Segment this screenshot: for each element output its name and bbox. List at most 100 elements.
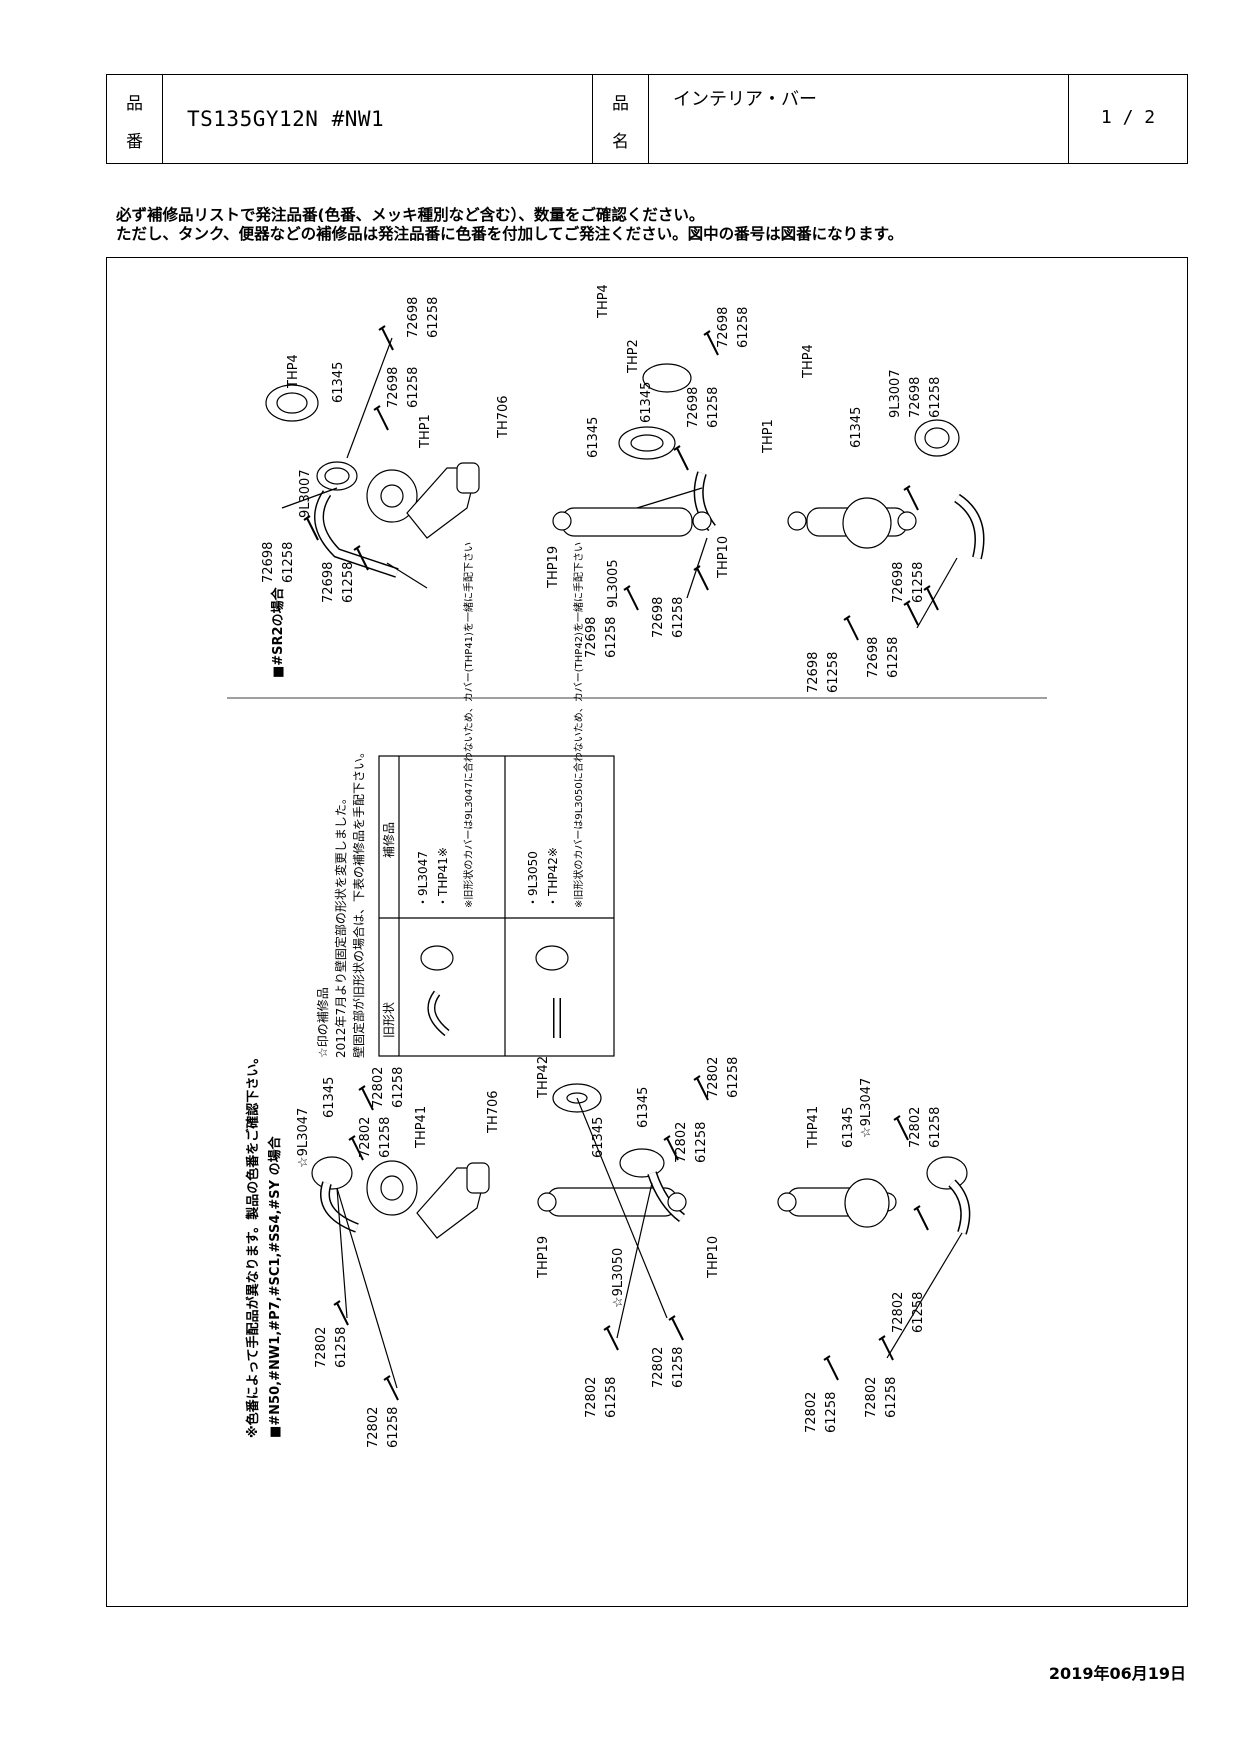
col-repair-part: 補修品	[381, 822, 396, 858]
label-thp1-right: THP1	[761, 419, 776, 454]
base-plate-thp4-left	[265, 384, 319, 422]
row1-note: ※旧形状のカバーは9L3047に合わないため、カバー(THP41)を一緒に手配下…	[462, 542, 475, 908]
repair-note-table	[378, 755, 615, 1057]
row2-part-1: ・9L3050	[526, 851, 540, 908]
label-72802-f: 72802	[674, 1122, 689, 1163]
label-72698-k: 72698	[806, 652, 821, 693]
row2-part-2: ・THP42※	[546, 847, 560, 908]
label-61345-mid2: 61345	[586, 417, 601, 458]
base-plate-thp4-right	[914, 419, 960, 457]
label-61258-a: 61258	[426, 297, 441, 338]
label-ban: 番	[126, 132, 143, 152]
document-date: 2019年06月19日	[1048, 1664, 1186, 1683]
label-mei: 名	[612, 132, 629, 152]
part-number: TS135GY12N #NW1	[187, 107, 385, 131]
label-thp4-mid: THP4	[596, 284, 611, 319]
label-61258-lh: 61258	[671, 1347, 686, 1388]
old-shape-sketch-1	[420, 945, 454, 971]
label-61258-i: 61258	[928, 377, 943, 418]
end-cover-thp41-left	[366, 1160, 418, 1216]
label-9l3007: 9L3007	[298, 469, 313, 518]
lower-caption: ■#N50,#NW1,#P7,#SC1,#SS4,#SY の場合	[267, 1135, 283, 1438]
repair-note-line-2: 2012年7月より壁固定部の形状を変更しました。	[333, 792, 348, 1058]
label-72802-d: 72802	[366, 1407, 381, 1448]
label-61258-lc: 61258	[334, 1327, 349, 1368]
label-thp4-left: THP4	[286, 354, 301, 389]
label-thp42: THP42	[536, 1056, 551, 1099]
label-72802-g: 72802	[584, 1377, 599, 1418]
label-61258-e: 61258	[736, 307, 751, 348]
flange-thp4-left-upper	[316, 461, 358, 491]
end-cover-thp41-right	[844, 1178, 890, 1228]
label-72698-d: 72698	[321, 562, 336, 603]
label-61345-mid-lower2: 61345	[636, 1087, 651, 1128]
label-72802-h: 72802	[651, 1347, 666, 1388]
label-thp19-lower: THP19	[536, 1236, 551, 1279]
label-61258-d: 61258	[341, 562, 356, 603]
label-th706-upper: TH706	[496, 395, 511, 439]
label-61345-left: 61345	[331, 362, 346, 403]
end-cover-thp1-right	[842, 497, 892, 549]
label-72802-k: 72802	[804, 1392, 819, 1433]
label-72802-c: 72802	[314, 1327, 329, 1368]
product-name: インテリア・バー	[673, 89, 817, 110]
label-9l3005: 9L3005	[606, 559, 621, 608]
label-61258-la: 61258	[391, 1067, 406, 1108]
row1-part-2: ・THP41※	[436, 847, 450, 908]
label-9l3007-right: 9L3007	[888, 369, 903, 418]
row2-note: ※旧形状のカバーは9L3050に合わないため、カバー(THP42)を一緒に手配下…	[572, 542, 585, 908]
upper-diagram	[227, 325, 1047, 699]
label-72698-b: 72698	[386, 367, 401, 408]
label-61258-h: 61258	[671, 597, 686, 638]
exploded-diagram: ■#SR2の場合 9L3007 THP4 61345 THP1 TH706 TH…	[227, 284, 1047, 1448]
label-72698-l: 72698	[866, 637, 881, 678]
label-72802-b: 72802	[358, 1117, 373, 1158]
page-number: 1 / 2	[1100, 107, 1156, 128]
label-thp41-left: THP41	[414, 1106, 429, 1149]
label-9l3047-left: ☆9L3047	[296, 1108, 311, 1168]
repair-note-line-1: ☆印の補修品	[315, 987, 330, 1058]
label-9l3047-right: ☆9L3047	[859, 1078, 874, 1138]
label-61258-le: 61258	[726, 1057, 741, 1098]
label-thp41-right: THP41	[806, 1106, 821, 1149]
lower-diagram	[311, 1075, 971, 1401]
label-61258-lg: 61258	[604, 1377, 619, 1418]
label-61345-right: 61345	[849, 407, 864, 448]
label-thp4-right: THP4	[801, 344, 816, 379]
label-thp19-upper: THP19	[546, 546, 561, 589]
label-61258-c: 61258	[281, 542, 296, 583]
lower-color-note: ※色番によって手配品が異なります。製品の色番をご確認下さい。	[245, 1051, 261, 1438]
label-72698-e: 72698	[716, 307, 731, 348]
label-72802-j: 72802	[891, 1292, 906, 1333]
label-72802-e: 72802	[706, 1057, 721, 1098]
label-61258-lj: 61258	[911, 1292, 926, 1333]
label-61258-j: 61258	[911, 562, 926, 603]
label-61258-b: 61258	[406, 367, 421, 408]
label-61345-mid-lower: 61345	[591, 1117, 606, 1158]
label-61345-left-lower: 61345	[322, 1077, 337, 1118]
label-thp2: THP2	[626, 339, 641, 374]
label-61258-ll: 61258	[884, 1377, 899, 1418]
order-note-1: 必ず補修品リストで発注品番(色番、メッキ種別など含む）、数量をご確認ください。	[116, 206, 705, 224]
label-72698-i: 72698	[908, 377, 923, 418]
header-table: 品 番 TS135GY12N #NW1 品 名 インテリア・バー 1 / 2	[106, 74, 1188, 164]
repair-note-line-3: 壁固定部が旧形状の場合は、下表の補修品を手配下さい。	[351, 746, 366, 1058]
label-72698-f: 72698	[686, 387, 701, 428]
label-72698-h: 72698	[651, 597, 666, 638]
product-name-cell: インテリア・バー	[649, 75, 1069, 163]
label-61258-g: 61258	[604, 617, 619, 658]
base-plate-thp4-mid	[618, 426, 676, 460]
label-72698-g: 72698	[584, 617, 599, 658]
label-th706-lower: TH706	[486, 1090, 501, 1134]
elbow-flange-right-lower	[926, 1156, 968, 1190]
label-61345-mid: 61345	[639, 382, 654, 423]
end-cover-thp1-left	[366, 469, 418, 523]
label-61258-li: 61258	[928, 1107, 943, 1148]
elbow-flange-left-lower	[311, 1156, 353, 1190]
order-notes: 必ず補修品リストで発注品番(色番、メッキ種別など含む）、数量をご確認ください。 …	[116, 206, 903, 244]
label-thp10-lower: THP10	[706, 1236, 721, 1279]
upper-caption: ■#SR2の場合	[270, 586, 286, 678]
drawing-frame: ■#SR2の場合 9L3007 THP4 61345 THP1 TH706 TH…	[106, 257, 1188, 1607]
label-61258-k: 61258	[826, 652, 841, 693]
label-61258-f: 61258	[706, 387, 721, 428]
